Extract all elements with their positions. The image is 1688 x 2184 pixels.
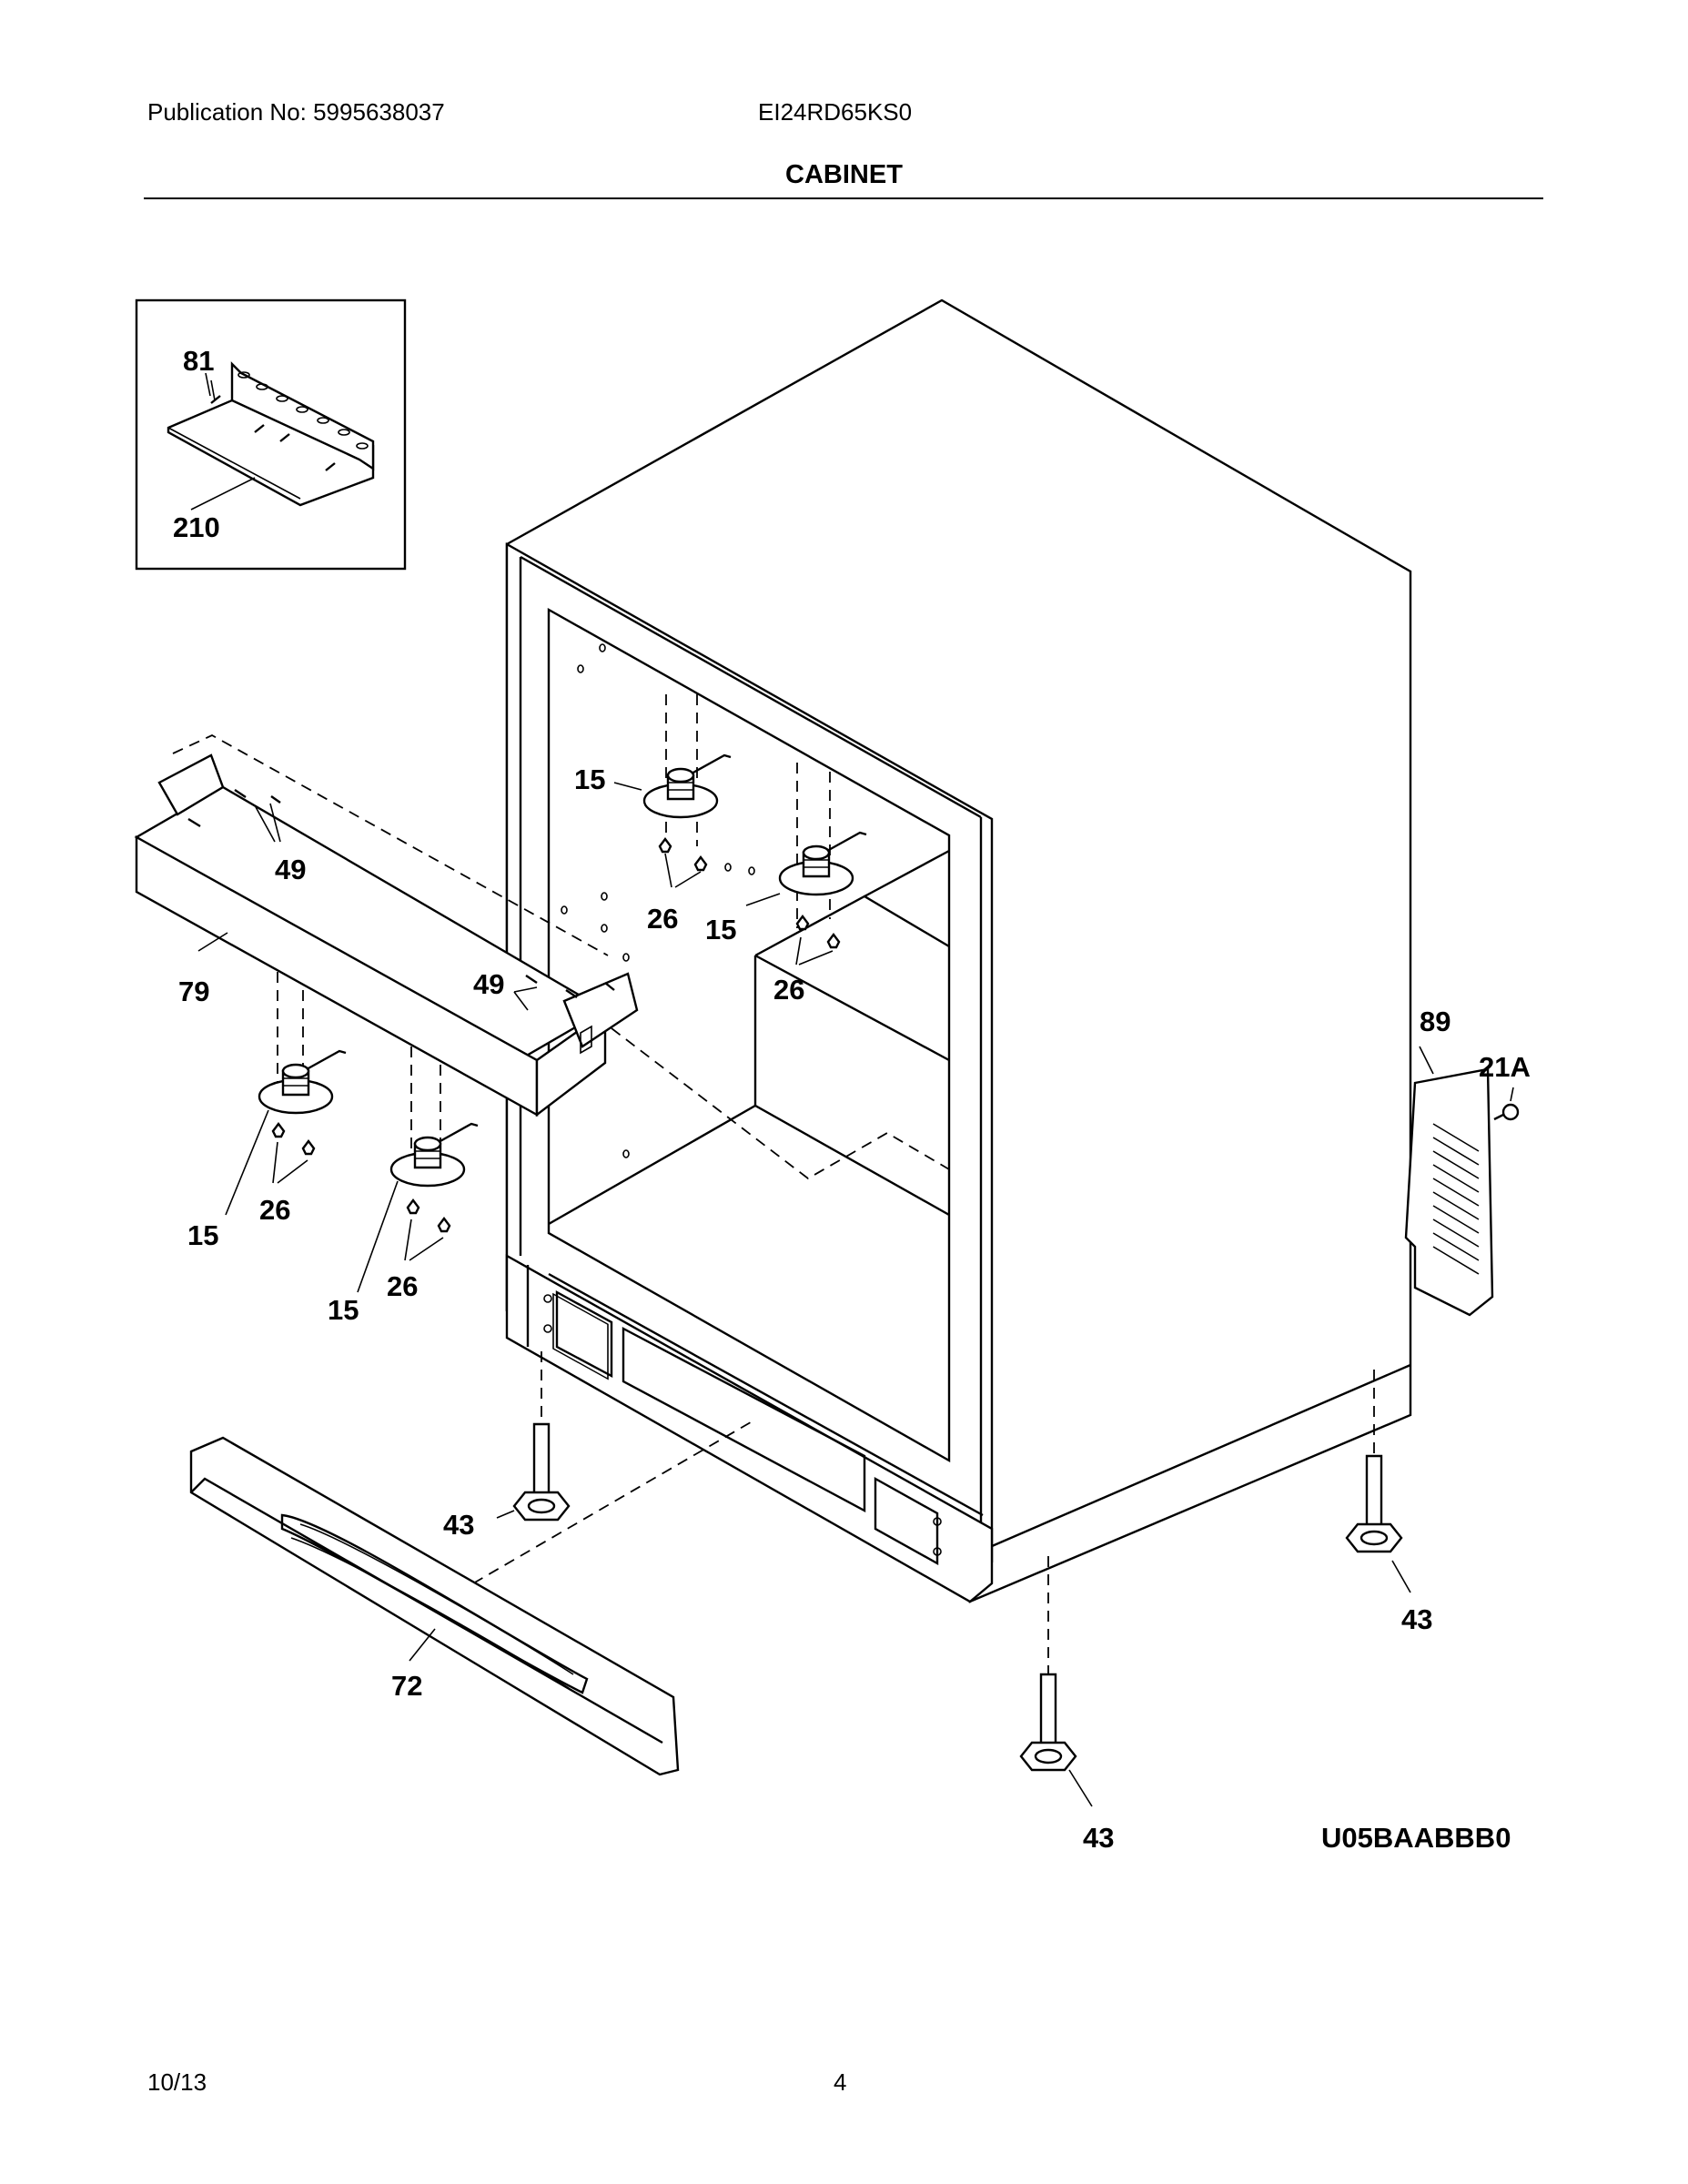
callout-26-a: 26: [647, 903, 678, 935]
callout-43-a: 43: [443, 1509, 474, 1541]
publication-number: Publication No: 5995638037: [147, 98, 445, 126]
callout-210: 210: [173, 511, 220, 543]
callout-15-a: 15: [574, 763, 605, 795]
kick-grille: [189, 1436, 680, 1776]
callout-79: 79: [178, 976, 209, 1007]
callout-26-c: 26: [259, 1194, 290, 1226]
header-rule: [144, 197, 1543, 199]
callout-72: 72: [391, 1670, 422, 1702]
hinge-assemblies: [258, 753, 867, 1188]
callout-43-b: 43: [1401, 1603, 1432, 1635]
callout-49-a: 49: [275, 854, 306, 885]
leveling-legs: [512, 1422, 1403, 1772]
callout-15-d: 15: [328, 1294, 359, 1326]
screws-26: [271, 837, 841, 1233]
footer-date: 10/13: [147, 2068, 207, 2096]
callout-26-d: 26: [387, 1270, 418, 1302]
callout-43-c: 43: [1083, 1822, 1114, 1854]
page-number: 4: [834, 2068, 847, 2096]
callout-15-c: 15: [187, 1219, 218, 1251]
support-channel: [134, 753, 639, 1117]
callout-26-b: 26: [773, 974, 804, 1006]
callout-49-b: 49: [473, 968, 504, 1000]
section-title: CABINET: [785, 160, 903, 189]
rear-panel: [1404, 1067, 1520, 1317]
cabinet-body: [505, 298, 1412, 1603]
callout-leaders: [197, 372, 1514, 1807]
callout-21A: 21A: [1479, 1051, 1531, 1083]
callout-81: 81: [183, 345, 214, 377]
inset-bracket-detail: [135, 298, 407, 571]
figure-code: U05BAABBB0: [1321, 1822, 1511, 1854]
model-number: EI24RD65KS0: [758, 98, 913, 126]
callout-labels: 81 210 15 49 26 15 49 79 26 89 21A 26 15…: [173, 345, 1531, 1854]
callout-15-b: 15: [705, 914, 736, 945]
callout-89: 89: [1420, 1006, 1450, 1037]
